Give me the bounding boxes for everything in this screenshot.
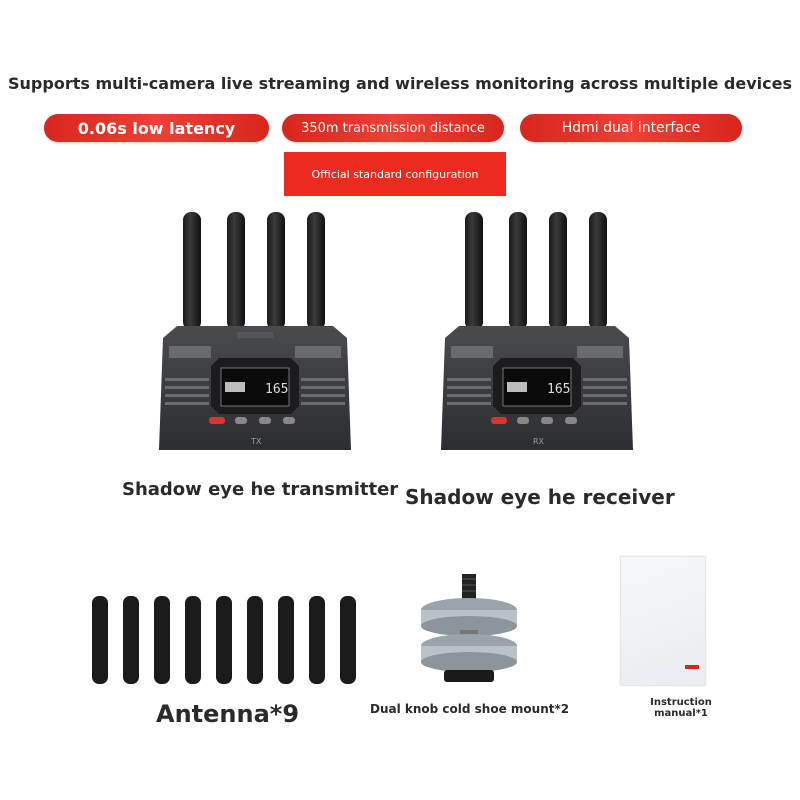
receiver-device-illustration: 165 RX — [441, 212, 633, 450]
display-reading: 165 — [265, 382, 288, 397]
antenna-set-image — [88, 596, 360, 686]
feature-badge-latency: 0.06s low latency — [44, 114, 269, 142]
headline: Supports multi-camera live streaming and… — [8, 74, 792, 93]
mount-icon — [421, 574, 517, 682]
transmitter-caption: Shadow eye he transmitter — [122, 479, 399, 500]
cold-shoe-mount-image — [410, 570, 528, 688]
receiver-image: 165 RX — [437, 210, 637, 472]
feature-badge-distance: 350m transmission distance — [282, 114, 504, 142]
mount-caption: Dual knob cold shoe mount*2 — [370, 702, 570, 716]
receiver-caption: Shadow eye he receiver — [405, 485, 675, 509]
transmitter-image: 165 TX — [155, 210, 355, 472]
instruction-manual-image — [620, 556, 706, 686]
display-reading: 165 — [547, 382, 570, 397]
antenna-icons — [92, 596, 356, 684]
device-mark: TX — [250, 437, 262, 446]
manual-logo-icon — [685, 665, 699, 669]
config-banner: Official standard configuration — [284, 152, 506, 196]
transmitter-device-illustration: 165 TX — [159, 212, 351, 450]
antenna-caption: Antenna*9 — [156, 700, 300, 728]
feature-badge-hdmi: Hdmi dual interface — [520, 114, 742, 142]
manual-caption: Instruction manual*1 — [650, 697, 712, 719]
device-mark: RX — [533, 437, 545, 446]
